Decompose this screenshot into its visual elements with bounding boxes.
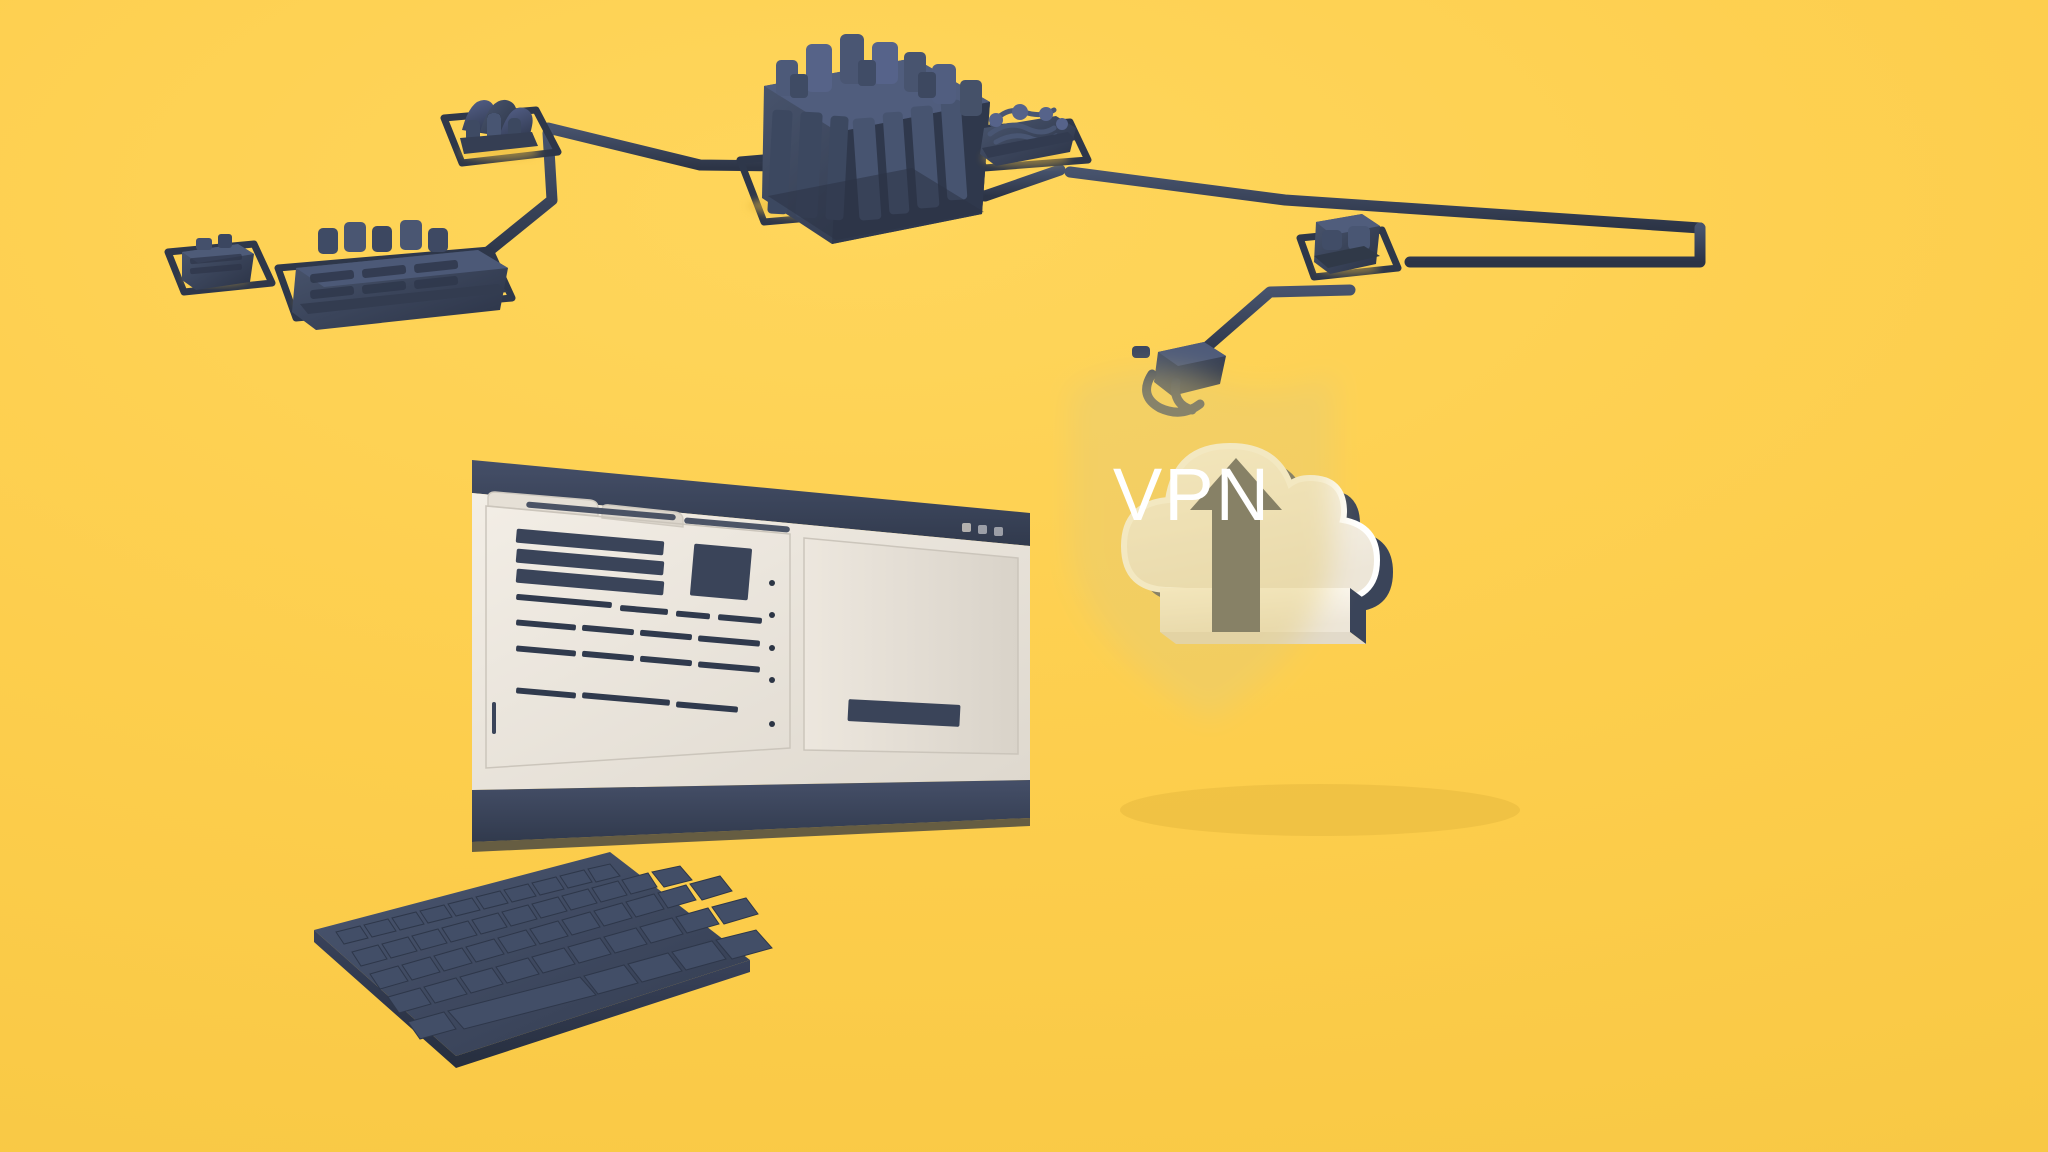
window-controls [962, 523, 1003, 536]
shield-vpn-label: VPN [1113, 453, 1271, 536]
monitor-bottom-bezel [472, 780, 1030, 842]
scroll-indicator [492, 702, 496, 734]
browser-toolbar-line [684, 517, 790, 533]
sidebar-button [847, 699, 961, 727]
node-edge-device [1314, 214, 1380, 274]
minimize-icon [962, 523, 971, 532]
maximize-icon [978, 525, 987, 534]
close-icon [994, 527, 1003, 536]
content-paragraph-rows [516, 593, 763, 713]
keyboard [280, 840, 980, 1120]
monitor-top-bezel [472, 460, 1030, 546]
vpn-shield-cloud-group: VPN [1050, 340, 1610, 860]
node-small-server [182, 234, 254, 290]
monitor [470, 450, 1090, 870]
content-image-placeholder [690, 543, 752, 601]
browser-window [485, 491, 1019, 769]
vpn-shield [1060, 352, 1324, 702]
browser-address-bar [526, 501, 676, 521]
space-bar [447, 976, 597, 1030]
network-topology [0, 0, 2048, 430]
node-network-mesh [980, 104, 1076, 166]
keyboard-keys [335, 863, 773, 1040]
node-data-center [747, 34, 990, 244]
content-heading-bars [515, 528, 665, 596]
node-server-rack [292, 220, 508, 330]
node-users-group [460, 99, 540, 160]
content-bullet-dots [769, 580, 775, 727]
